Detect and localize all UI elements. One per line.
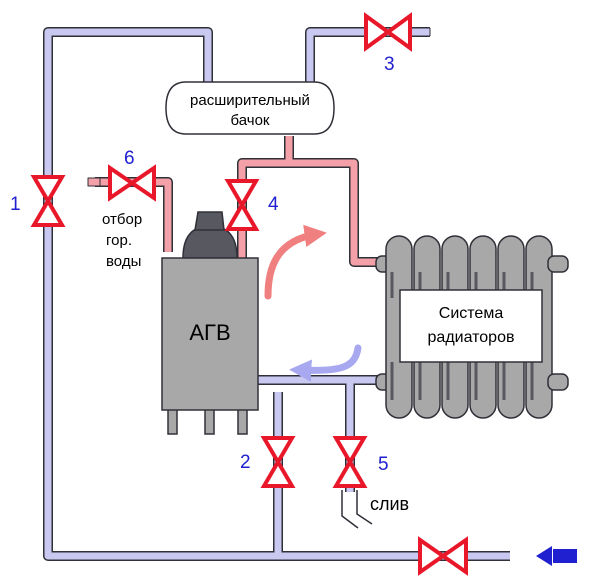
hot-water-label-line2: гор. [106, 232, 132, 249]
hot-water-label-line1: отбор [102, 211, 142, 228]
valve-1-number: 1 [10, 194, 21, 215]
cold-flow-arrow [289, 344, 362, 382]
radiator-label-line2: радиаторов [428, 329, 515, 346]
valves [30, 12, 468, 576]
drain-label: слив [370, 494, 409, 514]
inlet-arrow-icon [536, 546, 577, 566]
hot-flow-arrow [264, 224, 327, 300]
valve-4-number: 4 [268, 194, 279, 215]
valve-4-icon [224, 179, 260, 231]
valve-5-number: 5 [378, 454, 389, 475]
boiler: АГВ [161, 211, 259, 435]
inlet-valve-icon [418, 536, 468, 576]
boiler-leg [237, 407, 248, 435]
radiator-label-line1: Система [439, 305, 504, 322]
valve-3-icon [364, 12, 412, 52]
valve-6-icon [108, 164, 156, 202]
expansion-tank: расширительный бачок [165, 81, 335, 135]
expansion-tank-label-line2: бачок [231, 112, 270, 129]
boiler-body [161, 257, 259, 411]
radiator: Система радиаторов [375, 235, 569, 419]
boiler-leg [167, 407, 178, 435]
valve-5-icon [332, 436, 368, 488]
valve-1-icon [30, 175, 66, 227]
radiator-label-box [399, 289, 543, 363]
valve-2-icon [260, 436, 296, 488]
valve-6-number: 6 [124, 148, 135, 169]
valve-2-number: 2 [240, 452, 251, 473]
boiler-label: АГВ [189, 320, 230, 345]
boiler-leg [204, 407, 215, 435]
valve-3-number: 3 [384, 54, 395, 75]
hot-water-label-line3: воды [106, 253, 141, 270]
burner-neck [194, 211, 225, 231]
expansion-tank-label-line1: расширительный [190, 92, 310, 109]
